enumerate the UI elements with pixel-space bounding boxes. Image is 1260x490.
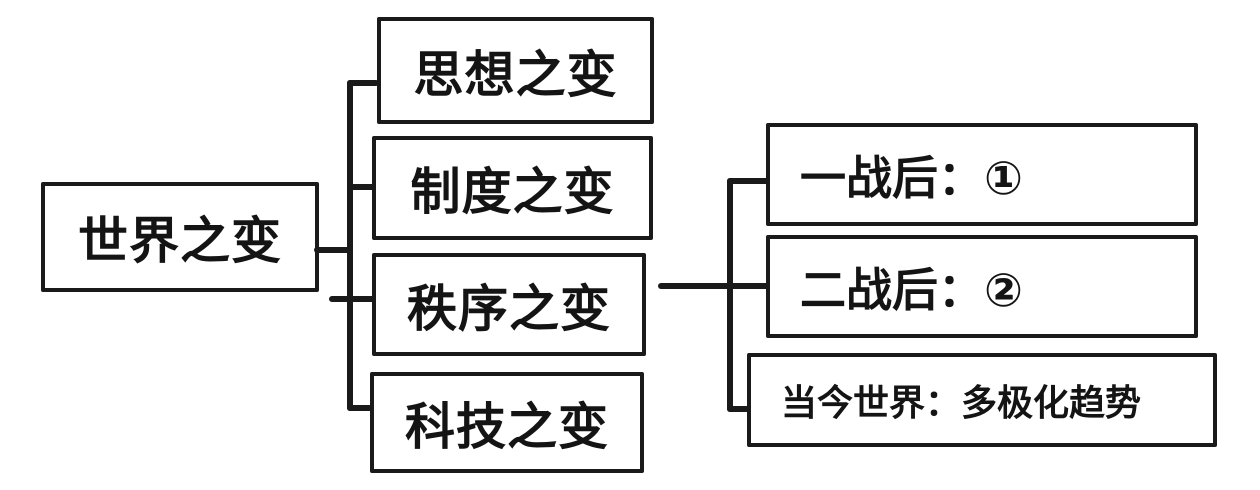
connector-stub-system-change: [347, 184, 375, 190]
node-world-today-label: 当今世界：多极化趋势: [781, 382, 1142, 423]
connector-stub-technology-change: [347, 405, 373, 411]
node-post-ww2: 二战后：②: [766, 235, 1198, 338]
connector-order-feed-line: [658, 283, 770, 289]
node-world-today: 当今世界：多极化趋势: [747, 353, 1217, 447]
connector-stub-world-today: [727, 406, 751, 412]
connector-stub-post-ww1: [727, 178, 769, 184]
node-thought-change-label: 思想之变: [413, 46, 618, 103]
connector-left-bracket-vertical: [347, 80, 353, 411]
node-world-change: 世界之变: [41, 182, 319, 292]
node-technology-change-label: 科技之变: [405, 398, 609, 455]
node-post-ww2-label: 二战后：②: [800, 263, 1023, 316]
connector-stub-order-change: [329, 296, 375, 302]
node-thought-change: 思想之变: [377, 17, 654, 124]
node-system-change-label: 制度之变: [410, 164, 615, 220]
node-order-change-label: 秩序之变: [407, 280, 611, 337]
node-technology-change: 科技之变: [370, 372, 644, 473]
node-post-ww1-label: 一战后：①: [800, 151, 1023, 204]
node-post-ww1: 一战后：①: [766, 123, 1198, 226]
connector-right-bracket-vertical: [727, 178, 733, 412]
node-world-change-label: 世界之变: [78, 213, 282, 269]
connector-stub-thought-change: [347, 80, 379, 86]
node-system-change: 制度之变: [372, 136, 653, 240]
node-order-change: 秩序之变: [372, 253, 646, 356]
connector-root-feed-line: [314, 247, 350, 253]
